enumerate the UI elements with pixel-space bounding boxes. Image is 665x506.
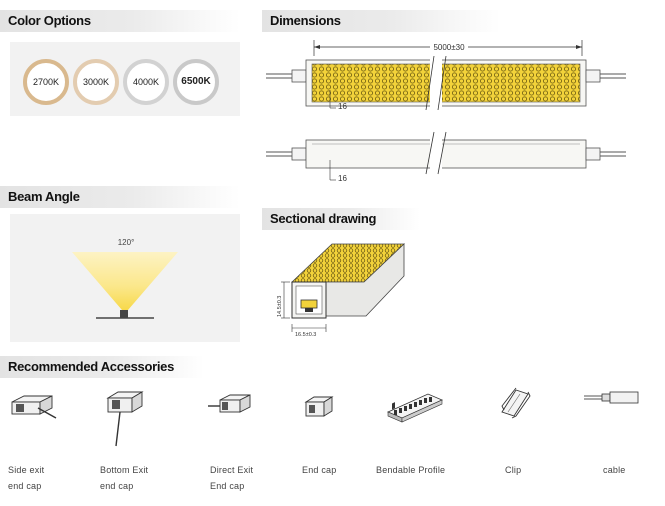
accessory-label-end-cap: End cap bbox=[302, 465, 337, 475]
dimensions-drawing: 5000±30 16 16 bbox=[266, 40, 626, 183]
swatch-6500k: 6500K bbox=[173, 59, 219, 105]
swatch-3000k: 3000K bbox=[73, 59, 119, 105]
swatch-label: 6500K bbox=[181, 76, 211, 87]
accessory-label-bottom-exit: Bottom Exit end cap bbox=[100, 465, 149, 491]
clip-image bbox=[501, 387, 531, 419]
accessory-label-bendable-profile: Bendable Profile bbox=[376, 465, 446, 475]
section-height-label: 14.5±0.3 bbox=[277, 296, 283, 317]
color-options-panel: 2700K 3000K 4000K 6500K bbox=[10, 42, 240, 116]
section-width-label: 16.5±0.3 bbox=[295, 332, 316, 338]
color-options-heading: Color Options bbox=[0, 10, 240, 32]
swatch-2700k: 2700K bbox=[23, 59, 69, 105]
accessory-label-cable: cable bbox=[603, 465, 626, 475]
direct-exit-end-cap-image bbox=[208, 394, 251, 413]
side-exit-end-cap-image bbox=[11, 395, 57, 419]
beam-angle-panel: 120° bbox=[10, 214, 240, 342]
sectional-drawing-heading: Sectional drawing bbox=[262, 208, 420, 230]
dimensions-heading: Dimensions bbox=[262, 10, 500, 32]
swatch-label: 3000K bbox=[82, 77, 110, 87]
beam-angle-label: 120° bbox=[118, 238, 135, 247]
beam-angle-diagram: 120° bbox=[72, 238, 178, 319]
accessory-label-clip: Clip bbox=[505, 465, 522, 475]
swatch-label: 4000K bbox=[132, 77, 160, 87]
cable-image bbox=[584, 391, 639, 404]
length-dimension-label: 5000±30 bbox=[433, 43, 465, 52]
accessory-label-direct-exit: Direct Exit End cap bbox=[210, 465, 254, 491]
accessories-heading: Recommended Accessories bbox=[0, 356, 204, 378]
swatch-4000k: 4000K bbox=[123, 59, 169, 105]
width-label-bottom: 16 bbox=[338, 174, 347, 183]
width-label-top: 16 bbox=[338, 102, 347, 111]
accessory-label-side-exit: Side exit end cap bbox=[8, 465, 45, 491]
bendable-profile-image bbox=[387, 393, 443, 423]
beam-angle-heading: Beam Angle bbox=[0, 186, 240, 208]
end-cap-image bbox=[304, 396, 334, 417]
swatch-label: 2700K bbox=[32, 77, 60, 87]
sectional-drawing: 14.5±0.3 16.5±0.3 bbox=[277, 243, 406, 338]
bottom-exit-end-cap-image bbox=[106, 391, 144, 447]
